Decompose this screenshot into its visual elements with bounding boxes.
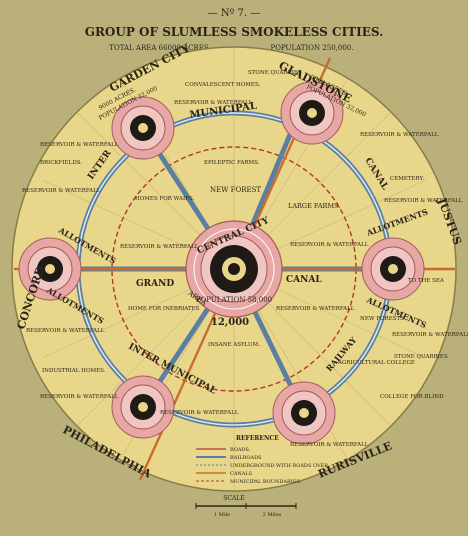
town-garden-city[interactable] [111, 96, 175, 160]
legend: REFERENCE ROADS. RAILROADS UNDERGROUND W… [196, 435, 328, 485]
label-reservoir-se: RESERVOIR & WATERFALL [392, 332, 468, 338]
label-brickfields: BRICKFIELDS. [40, 160, 82, 166]
scale-label: SCALE [223, 495, 244, 502]
label-stone-quarries-se: STONE QUARRIES [394, 354, 448, 360]
label-large-farms: LARGE FARMS. [288, 202, 340, 210]
label-reservoir-center-w: RESERVOIR & WATERFALL [120, 244, 199, 250]
label-grand: GRAND [136, 279, 174, 289]
label-to-the-sea: TO THE SEA [408, 278, 445, 284]
label-reservoir-sse: RESERVOIR & WATERFALL [290, 442, 369, 448]
land-use-labels: CONVALESCENT HOMES. STONE QUARRIES RESER… [22, 70, 468, 448]
town-justus[interactable] [361, 237, 425, 301]
label-reservoir-nw: RESERVOIR & WATERFALL [40, 142, 119, 148]
legend-title: REFERENCE [236, 435, 279, 442]
plan-title: GROUP OF SLUMLESS SMOKELESS CITIES. [85, 25, 384, 39]
label-agricultural-college: AGRICULTURAL COLLEGE [337, 360, 415, 366]
label-college-blind: COLLEGE FOR BLIND [380, 394, 444, 400]
town-gladstone[interactable] [280, 81, 344, 145]
label-cemetery: CEMETERY. [390, 176, 424, 182]
town-philadelphia[interactable] [111, 375, 175, 439]
central-city-acres: 12,000 [211, 317, 249, 328]
label-reservoir-center-e: RESERVOIR & WATERFALL [290, 242, 369, 248]
central-city-population: POPULATION 58,000 [196, 296, 272, 304]
label-reservoir-ssw: RESERVOIR & WATERFALL [40, 394, 119, 400]
label-reservoir-ne: RESERVOIR & WATERFALL [360, 132, 439, 138]
label-canal-center: CANAL [286, 275, 322, 285]
label-new-forests: NEW FORESTS [360, 316, 404, 322]
label-reservoir-w: RESERVOIR & WATERFALL [22, 188, 101, 194]
scale-right: 2 Miles [263, 512, 282, 518]
town-concord[interactable] [18, 237, 82, 301]
label-reservoir-sw: RESERVOIR & WATERFALL [26, 328, 105, 334]
label-reservoir-n: RESERVOIR & WATERFALL [174, 100, 253, 106]
legend-item-roads: ROADS. [230, 447, 251, 453]
label-epileptic: EPILEPTIC FARMS. [204, 160, 260, 166]
plate-number: — Nº 7. — [208, 8, 261, 19]
label-stone-quarries-north: STONE QUARRIES [248, 70, 302, 76]
label-reservoir-s: RESERVOIR & WATERFALL [160, 410, 239, 416]
total-area: TOTAL AREA 66000 ACRES. [109, 44, 210, 52]
label-home-inebriates: HOME FOR INEBRIATES [128, 306, 200, 312]
legend-item-boundaries: MUNICIPAL BOUNDARIES. [230, 479, 302, 485]
label-reservoir-center-se: RESERVOIR & WATERFALL [276, 306, 355, 312]
legend-item-canals: CANALS [230, 471, 253, 477]
label-insane-asylum: INSANE ASYLUM. [208, 342, 260, 348]
scale-bar: SCALE 1 Mile 2 Miles [195, 495, 297, 518]
town-rurisville[interactable] [272, 381, 336, 445]
legend-item-underground: UNDERGROUND WITH ROADS OVER [230, 463, 328, 469]
label-homes-waifs: HOMES FOR WAIFS. [135, 196, 195, 202]
central-city[interactable] [185, 220, 283, 318]
scale-left: 1 Mile [214, 512, 230, 518]
total-population: POPULATION 250,000. [271, 44, 354, 52]
legend-item-railroads: RAILROADS [230, 455, 262, 461]
label-convalescent: CONVALESCENT HOMES. [185, 82, 261, 88]
label-reservoir-e: RESERVOIR & WATERFALL [384, 198, 463, 204]
label-industrial-homes: INDUSTRIAL HOMES. [42, 368, 106, 374]
label-new-forest: NEW FOREST [210, 186, 261, 194]
